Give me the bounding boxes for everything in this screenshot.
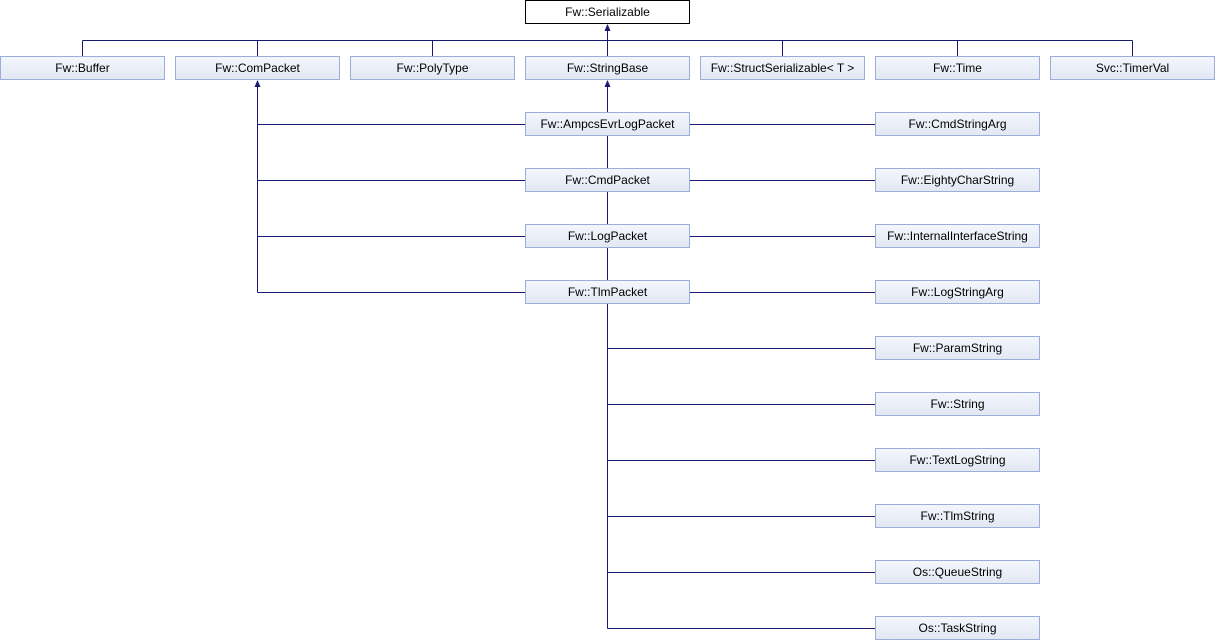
node-fw-cmdpacket[interactable]: Fw::CmdPacket bbox=[525, 168, 690, 192]
node-label: Fw::InternalInterfaceString bbox=[887, 229, 1028, 243]
node-os-taskstring[interactable]: Os::TaskString bbox=[875, 616, 1040, 640]
node-label: Fw::ComPacket bbox=[215, 61, 300, 75]
node-fw-compacket[interactable]: Fw::ComPacket bbox=[175, 56, 340, 80]
node-fw-tlmpacket[interactable]: Fw::TlmPacket bbox=[525, 280, 690, 304]
node-label: Fw::CmdPacket bbox=[565, 173, 650, 187]
node-label: Fw::PolyType bbox=[396, 61, 469, 75]
arrowhead-fw-stringbase bbox=[604, 80, 611, 87]
node-fw-stringbase[interactable]: Fw::StringBase bbox=[525, 56, 690, 80]
node-label: Fw::StringBase bbox=[566, 61, 649, 75]
node-label: Fw::EightyCharString bbox=[900, 173, 1015, 187]
node-fw-structserializable-t[interactable]: Fw::StructSerializable< T > bbox=[700, 56, 865, 80]
node-label: Fw::Serializable bbox=[565, 5, 650, 19]
node-label: Fw::StructSerializable< T > bbox=[710, 61, 855, 75]
node-fw-cmdstringarg[interactable]: Fw::CmdStringArg bbox=[875, 112, 1040, 136]
arrowhead-fw-compacket bbox=[254, 80, 261, 87]
node-label: Os::TaskString bbox=[918, 621, 997, 635]
node-fw-string[interactable]: Fw::String bbox=[875, 392, 1040, 416]
node-fw-internalinterfacestring[interactable]: Fw::InternalInterfaceString bbox=[875, 224, 1040, 248]
node-label: Svc::TimerVal bbox=[1095, 61, 1170, 75]
node-svc-timerval[interactable]: Svc::TimerVal bbox=[1050, 56, 1215, 80]
node-os-queuestring[interactable]: Os::QueueString bbox=[875, 560, 1040, 584]
node-label: Fw::LogPacket bbox=[567, 229, 648, 243]
node-label: Fw::TlmPacket bbox=[567, 285, 648, 299]
node-label: Fw::TlmString bbox=[920, 509, 995, 523]
node-label: Os::QueueString bbox=[912, 565, 1003, 579]
node-label: Fw::ParamString bbox=[912, 341, 1003, 355]
node-fw-ampcsevrlogpacket[interactable]: Fw::AmpcsEvrLogPacket bbox=[525, 112, 690, 136]
node-fw-textlogstring[interactable]: Fw::TextLogString bbox=[875, 448, 1040, 472]
node-label: Fw::TextLogString bbox=[909, 453, 1006, 467]
node-fw-serializable: Fw::Serializable bbox=[525, 0, 690, 24]
node-label: Fw::String bbox=[930, 397, 985, 411]
node-fw-logpacket[interactable]: Fw::LogPacket bbox=[525, 224, 690, 248]
node-fw-eightycharstring[interactable]: Fw::EightyCharString bbox=[875, 168, 1040, 192]
node-label: Fw::CmdStringArg bbox=[908, 117, 1007, 131]
node-fw-time[interactable]: Fw::Time bbox=[875, 56, 1040, 80]
node-label: Fw::Buffer bbox=[55, 61, 110, 75]
node-fw-logstringarg[interactable]: Fw::LogStringArg bbox=[875, 280, 1040, 304]
node-fw-paramstring[interactable]: Fw::ParamString bbox=[875, 336, 1040, 360]
root-arrowhead bbox=[604, 24, 611, 31]
node-fw-tlmstring[interactable]: Fw::TlmString bbox=[875, 504, 1040, 528]
node-fw-polytype[interactable]: Fw::PolyType bbox=[350, 56, 515, 80]
node-label: Fw::LogStringArg bbox=[911, 285, 1004, 299]
node-label: Fw::Time bbox=[933, 61, 982, 75]
node-label: Fw::AmpcsEvrLogPacket bbox=[540, 117, 675, 131]
node-fw-buffer[interactable]: Fw::Buffer bbox=[0, 56, 165, 80]
